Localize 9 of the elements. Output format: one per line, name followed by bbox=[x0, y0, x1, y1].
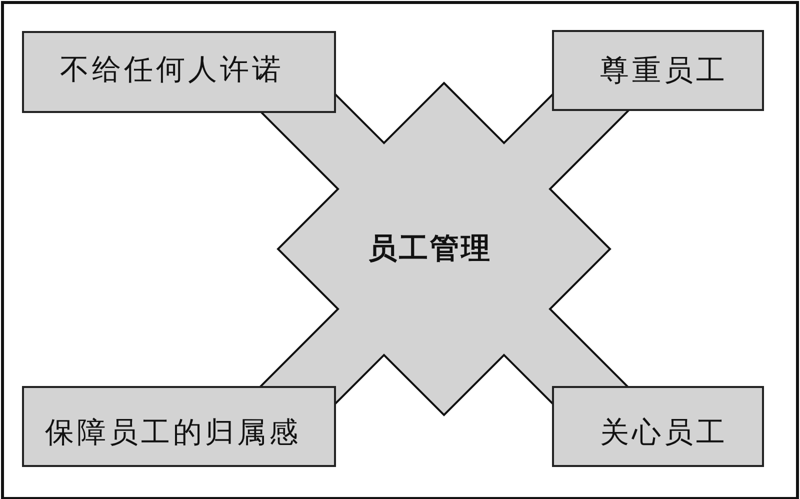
rect-box bbox=[22, 386, 336, 467]
rect-box bbox=[552, 386, 764, 467]
rect-box bbox=[552, 30, 764, 111]
node-label: 保障员工的归属感 bbox=[45, 416, 301, 448]
rect-box bbox=[22, 31, 336, 113]
node-label: 关心员工 bbox=[600, 416, 728, 448]
node-label: 尊重员工 bbox=[600, 54, 728, 86]
node-label: 员工管理 bbox=[368, 233, 492, 265]
node-label: 不给任何人许诺 bbox=[60, 54, 284, 86]
